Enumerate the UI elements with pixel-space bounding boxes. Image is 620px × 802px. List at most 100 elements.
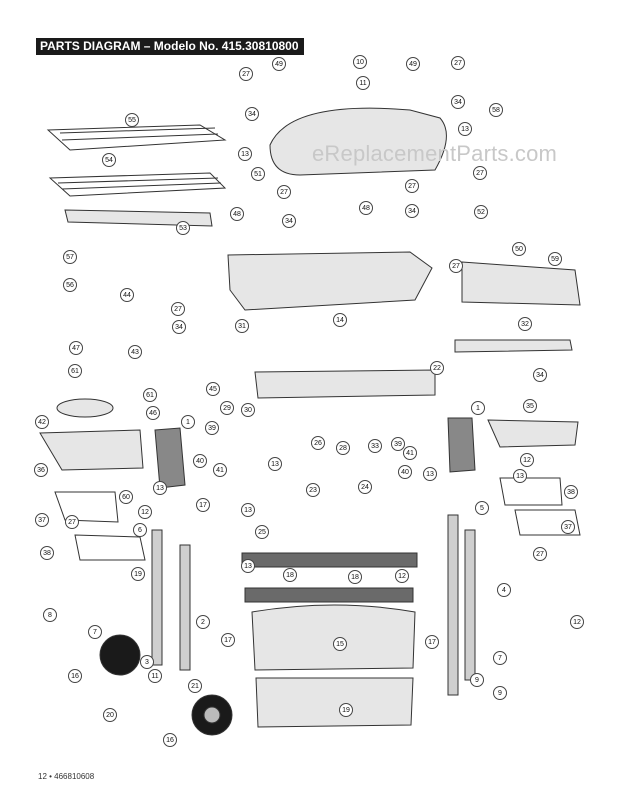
part-callout-19: 19 <box>131 567 145 581</box>
wheel-left <box>99 634 141 676</box>
part-callout-4: 4 <box>497 583 511 597</box>
part-callout-49: 49 <box>406 57 420 71</box>
part-callout-51: 51 <box>251 167 265 181</box>
part-callout-23: 23 <box>306 483 320 497</box>
door-lower <box>255 677 414 728</box>
part-callout-17: 17 <box>196 498 210 512</box>
part-callout-30: 30 <box>241 403 255 417</box>
diagram-title: PARTS DIAGRAM – Modelo No. 415.30810800 <box>36 38 304 55</box>
part-callout-17: 17 <box>221 633 235 647</box>
part-callout-36: 36 <box>34 463 48 477</box>
part-callout-46: 46 <box>146 406 160 420</box>
part-callout-24: 24 <box>358 480 372 494</box>
part-callout-7: 7 <box>493 651 507 665</box>
part-callout-40: 40 <box>398 465 412 479</box>
part-callout-11: 11 <box>356 76 370 90</box>
part-callout-13: 13 <box>423 467 437 481</box>
part-callout-3: 3 <box>140 655 154 669</box>
part-callout-37: 37 <box>561 520 575 534</box>
part-callout-21: 21 <box>188 679 202 693</box>
frame-rail-left <box>154 427 186 489</box>
leg-left-rear <box>179 544 191 671</box>
part-callout-53: 53 <box>176 221 190 235</box>
part-callout-54: 54 <box>102 153 116 167</box>
part-callout-11: 11 <box>148 669 162 683</box>
part-callout-25: 25 <box>255 525 269 539</box>
side-bracket-left <box>54 491 119 523</box>
side-bracket-lower-right <box>514 509 581 536</box>
part-callout-44: 44 <box>120 288 134 302</box>
door-upper <box>251 604 416 671</box>
part-callout-39: 39 <box>205 421 219 435</box>
part-callout-12: 12 <box>138 505 152 519</box>
part-callout-58: 58 <box>489 103 503 117</box>
cooking-grate <box>48 172 227 197</box>
part-callout-61: 61 <box>143 388 157 402</box>
part-callout-6: 6 <box>133 523 147 537</box>
part-callout-38: 38 <box>40 546 54 560</box>
part-callout-42: 42 <box>35 415 49 429</box>
part-callout-34: 34 <box>172 320 186 334</box>
part-callout-34: 34 <box>451 95 465 109</box>
part-callout-12: 12 <box>520 453 534 467</box>
watermark: eReplacementParts.com <box>312 141 558 166</box>
part-callout-18: 18 <box>348 570 362 584</box>
part-callout-13: 13 <box>268 457 282 471</box>
part-callout-13: 13 <box>458 122 472 136</box>
part-callout-41: 41 <box>213 463 227 477</box>
part-callout-34: 34 <box>245 107 259 121</box>
part-callout-14: 14 <box>333 313 347 327</box>
part-callout-50: 50 <box>512 242 526 256</box>
part-callout-18: 18 <box>283 568 297 582</box>
firebox <box>227 251 433 311</box>
part-callout-59: 59 <box>548 252 562 266</box>
part-callout-13: 13 <box>241 559 255 573</box>
part-callout-27: 27 <box>405 179 419 193</box>
part-callout-52: 52 <box>474 205 488 219</box>
part-callout-20: 20 <box>103 708 117 722</box>
part-callout-15: 15 <box>333 637 347 651</box>
part-callout-29: 29 <box>220 401 234 415</box>
side-shelf-left <box>39 429 144 471</box>
side-bracket-right <box>499 477 563 506</box>
part-callout-47: 47 <box>69 341 83 355</box>
part-callout-35: 35 <box>523 399 537 413</box>
part-callout-9: 9 <box>493 686 507 700</box>
part-callout-49: 49 <box>272 57 286 71</box>
leg-right-rear <box>464 529 476 681</box>
part-callout-33: 33 <box>368 439 382 453</box>
part-callout-34: 34 <box>282 214 296 228</box>
part-callout-13: 13 <box>153 481 167 495</box>
part-callout-27: 27 <box>473 166 487 180</box>
side-bracket-lower-left <box>74 534 146 561</box>
part-callout-13: 13 <box>513 469 527 483</box>
part-callout-27: 27 <box>277 185 291 199</box>
part-callout-22: 22 <box>430 361 444 375</box>
part-callout-48: 48 <box>359 201 373 215</box>
part-callout-10: 10 <box>353 55 367 69</box>
part-callout-38: 38 <box>564 485 578 499</box>
leg-right-front <box>447 514 459 696</box>
part-callout-40: 40 <box>193 454 207 468</box>
part-callout-1: 1 <box>471 401 485 415</box>
side-shelf-right <box>487 419 579 448</box>
warming-rack <box>46 124 227 151</box>
part-callout-19: 19 <box>339 703 353 717</box>
part-callout-27: 27 <box>171 302 185 316</box>
leg-left-front <box>151 529 163 666</box>
part-callout-34: 34 <box>405 204 419 218</box>
part-callout-28: 28 <box>336 441 350 455</box>
part-callout-43: 43 <box>128 345 142 359</box>
part-callout-31: 31 <box>235 319 249 333</box>
part-callout-1: 1 <box>181 415 195 429</box>
part-callout-27: 27 <box>65 515 79 529</box>
part-callout-57: 57 <box>63 250 77 264</box>
part-callout-9: 9 <box>470 673 484 687</box>
part-callout-48: 48 <box>230 207 244 221</box>
part-callout-16: 16 <box>68 669 82 683</box>
part-callout-41: 41 <box>403 446 417 460</box>
part-callout-27: 27 <box>449 259 463 273</box>
part-callout-32: 32 <box>518 317 532 331</box>
part-callout-12: 12 <box>395 569 409 583</box>
